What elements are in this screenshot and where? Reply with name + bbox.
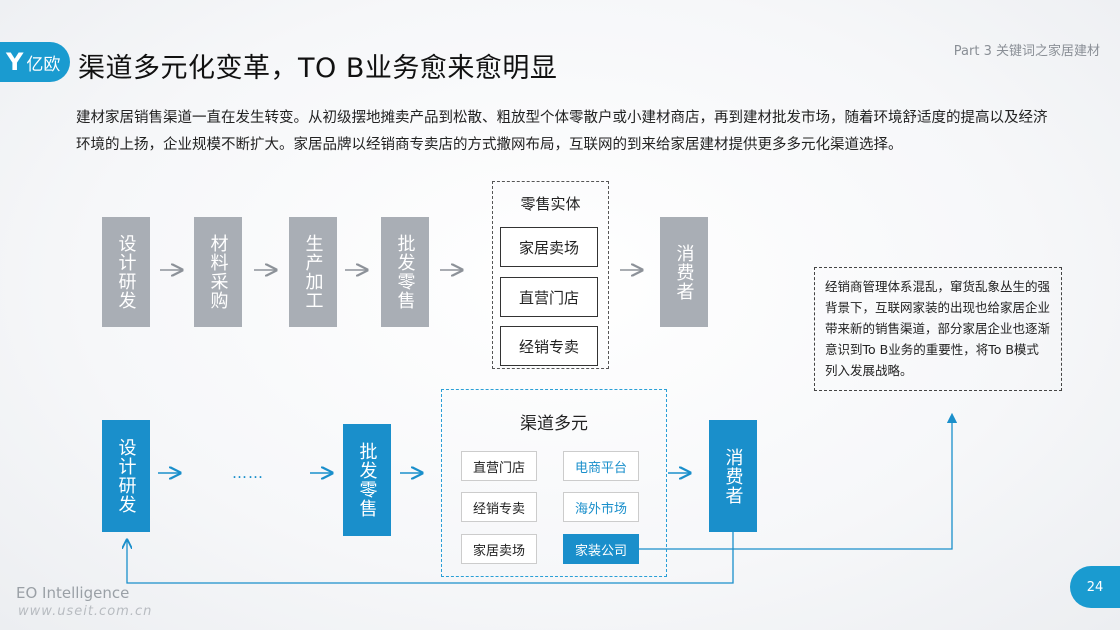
bottom-step-design: 设计研发 — [102, 420, 150, 532]
retail-item-dealer-store: 经销专卖 — [500, 326, 598, 366]
page-title: 渠道多元化变革，TO B业务愈来愈明显 — [78, 53, 558, 84]
channel-group-title: 渠道多元 — [520, 414, 588, 434]
logo-icon: Y — [6, 48, 24, 76]
bottom-step-consumer: 消费者 — [709, 420, 757, 532]
bottom-ellipsis: …… — [232, 464, 264, 482]
top-step-consumer: 消费者 — [660, 217, 708, 327]
channel-item-direct-store: 直营门店 — [461, 451, 537, 481]
channel-item-ecommerce: 电商平台 — [563, 451, 639, 481]
channel-item-dealer-store: 经销专卖 — [461, 492, 537, 522]
page-number: 24 — [1070, 566, 1120, 608]
note-box: 经销商管理体系混乱，窜货乱象丛生的强背景下，互联网家装的出现也给家居企业带来新的… — [814, 267, 1062, 391]
section-label: Part 3 关键词之家居建材 — [953, 44, 1100, 59]
feedback-loop-line — [127, 532, 734, 584]
channel-group — [441, 389, 667, 577]
top-step-materials: 材料采购 — [194, 217, 242, 327]
logo: Y 亿欧 — [0, 42, 70, 82]
logo-text: 亿欧 — [26, 54, 61, 75]
retail-group-title: 零售实体 — [520, 195, 581, 213]
retail-item-mall: 家居卖场 — [500, 227, 598, 267]
top-step-production: 生产加工 — [289, 217, 337, 327]
footer-watermark: www.useit.com.cn — [18, 604, 153, 619]
top-step-design: 设计研发 — [102, 217, 150, 327]
top-step-wholesale: 批发零售 — [381, 217, 429, 327]
footer-brand: EO Intelligence — [16, 584, 130, 602]
channel-item-mall: 家居卖场 — [461, 534, 537, 564]
retail-item-direct-store: 直营门店 — [500, 277, 598, 317]
bottom-step-wholesale: 批发零售 — [343, 424, 391, 536]
retail-group — [492, 181, 609, 369]
note-link-line — [637, 412, 958, 550]
channel-item-overseas: 海外市场 — [563, 492, 639, 522]
description-text: 建材家居销售渠道一直在发生转变。从初级摆地摊卖产品到松散、粗放型个体零散户或小建… — [76, 110, 1048, 153]
channel-item-home-decoration: 家装公司 — [563, 534, 639, 564]
